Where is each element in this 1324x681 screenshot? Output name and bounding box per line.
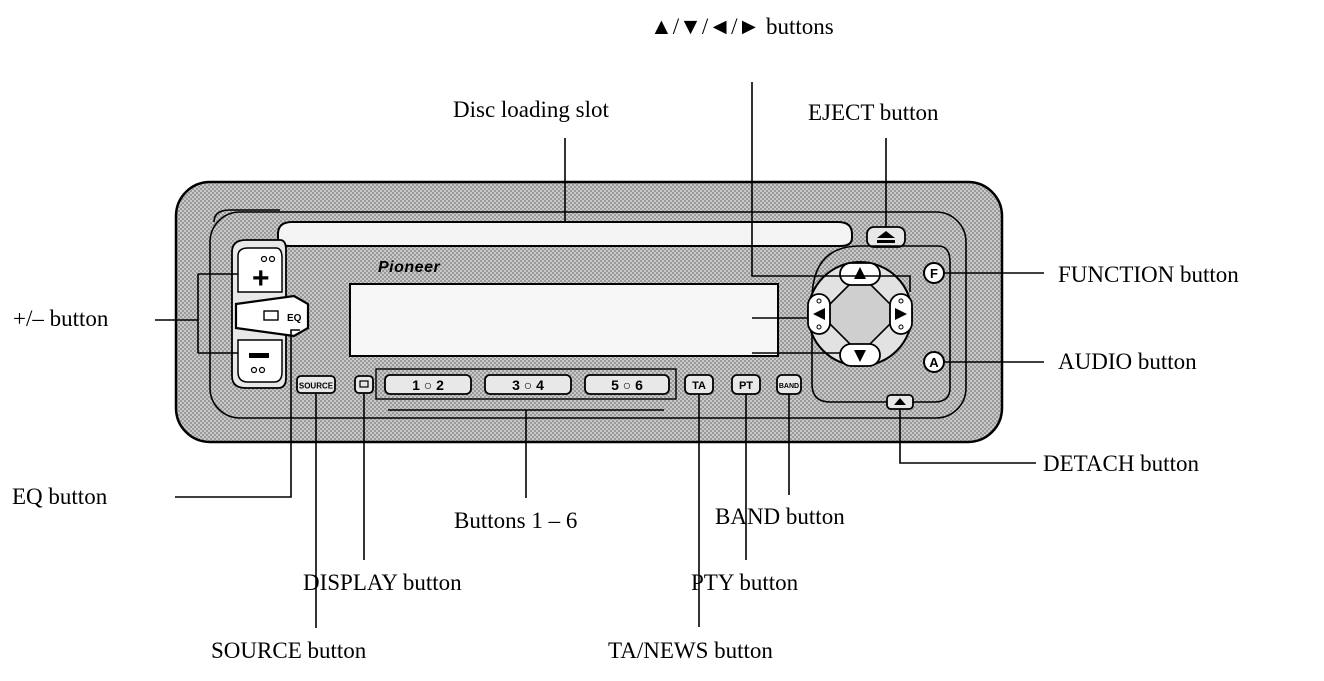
- svg-text:5 ○ 6: 5 ○ 6: [611, 377, 643, 393]
- function-button[interactable]: F: [923, 262, 945, 284]
- label-buttons-1-6: Buttons 1 – 6: [454, 508, 578, 533]
- band-button[interactable]: BAND: [776, 374, 802, 395]
- label-eject-button: EJECT button: [808, 100, 939, 125]
- pty-button[interactable]: PT: [731, 374, 761, 395]
- preset-buttons-1-2[interactable]: 1 ○ 2: [384, 374, 472, 395]
- label-plus-minus-button: +/– button: [13, 306, 109, 331]
- label-function-button: FUNCTION button: [1058, 262, 1239, 287]
- bezel-accent: [213, 209, 280, 223]
- disc-loading-slot: [277, 221, 853, 247]
- detach-button[interactable]: [886, 394, 914, 410]
- display-button[interactable]: [354, 375, 374, 394]
- preset-group-frame: [375, 368, 677, 400]
- svg-text:TA: TA: [692, 380, 706, 392]
- label-detach-button: DETACH button: [1043, 451, 1199, 476]
- audio-button[interactable]: A: [923, 351, 945, 373]
- left-arrow-icon: [813, 308, 825, 320]
- svg-text:3 ○ 4: 3 ○ 4: [512, 377, 544, 393]
- right-button[interactable]: [889, 293, 913, 335]
- svg-text:F: F: [930, 266, 938, 281]
- label-disc-loading-slot: Disc loading slot: [453, 97, 609, 122]
- minus-button[interactable]: [237, 339, 283, 383]
- display-window: [349, 283, 779, 357]
- label-band-button: BAND button: [715, 504, 845, 529]
- svg-text:BAND: BAND: [779, 383, 799, 390]
- control-panel-outline: [811, 245, 951, 403]
- svg-text:A: A: [929, 355, 939, 370]
- eject-icon: [877, 231, 895, 238]
- detach-icon: [894, 398, 906, 405]
- svg-text:1 ○ 2: 1 ○ 2: [412, 377, 444, 393]
- eq-key-label: EQ: [287, 313, 302, 324]
- right-arrow-icon: [895, 308, 907, 320]
- down-button[interactable]: [839, 343, 881, 367]
- source-button[interactable]: SOURCE: [296, 375, 336, 394]
- eq-button[interactable]: EQ: [234, 294, 310, 338]
- label-pty-button: PTY button: [691, 570, 799, 595]
- brand-logo: Pioneer: [378, 259, 440, 276]
- ta-news-button[interactable]: TA: [684, 374, 714, 395]
- direction-pad: [807, 261, 913, 367]
- leader-lines: [155, 82, 1044, 628]
- volume-rocker: + EQ: [231, 239, 310, 389]
- label-source-button: SOURCE button: [211, 638, 367, 663]
- plus-button[interactable]: +: [237, 247, 283, 295]
- label-ta-news-button: TA/NEWS button: [608, 638, 773, 663]
- eject-button[interactable]: [866, 226, 906, 248]
- preset-buttons-3-4[interactable]: 3 ○ 4: [484, 374, 572, 395]
- up-button[interactable]: [839, 262, 881, 286]
- svg-text:PT: PT: [739, 380, 753, 392]
- minus-icon: [249, 353, 269, 358]
- display-icon: [359, 380, 369, 388]
- label-display-button: DISPLAY button: [303, 570, 462, 595]
- preset-buttons-5-6[interactable]: 5 ○ 6: [584, 374, 670, 395]
- svg-text:SOURCE: SOURCE: [299, 382, 334, 391]
- faceplate-inner-bezel: [209, 211, 967, 419]
- label-audio-button: AUDIO button: [1058, 349, 1197, 374]
- label-arrow-buttons: ▲/▼/◄/► buttons: [650, 14, 834, 39]
- plus-icon: +: [252, 262, 270, 295]
- left-button[interactable]: [807, 293, 831, 335]
- down-arrow-icon: [854, 350, 866, 362]
- label-eq-button: EQ button: [12, 484, 108, 509]
